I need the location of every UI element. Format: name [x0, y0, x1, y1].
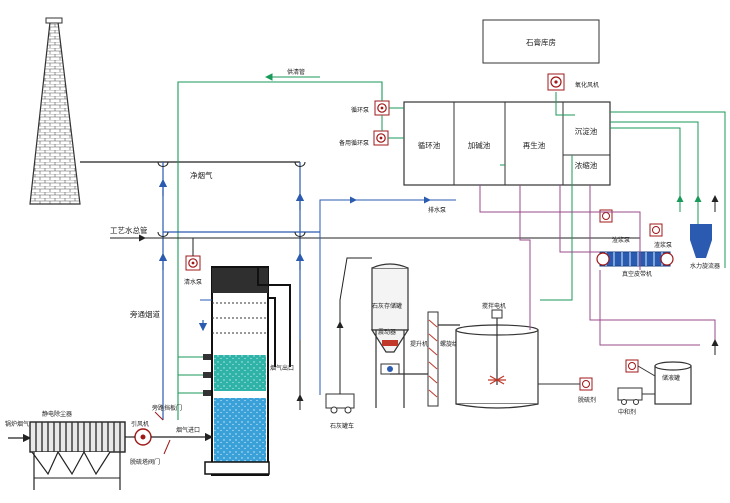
regeneration-tank-label: 再生池 — [523, 140, 546, 150]
clean-flue-gas-label: 净烟气 — [190, 170, 213, 180]
hydrocyclone — [690, 224, 712, 258]
bypass-flue-duct — [162, 162, 320, 420]
spray-headers — [178, 299, 212, 396]
oxidation-fan-label: 氧化风机 — [575, 81, 599, 89]
flue-gas-outlet-label: 烟气出口 — [270, 364, 294, 372]
induced-draft-fan — [134, 428, 152, 446]
absorber-tower — [204, 266, 270, 476]
lime-truck — [325, 393, 355, 414]
supply-pipe — [177, 73, 383, 420]
slurry-pump-1-label: 渣浆泵 — [612, 236, 630, 244]
tank-group — [403, 101, 611, 186]
alkali-tank-label: 加碱池 — [468, 140, 491, 150]
vacuum-belt-label: 真空皮带机 — [622, 270, 652, 278]
backwash-pump — [185, 255, 201, 271]
bypass-flue-label: 旁通烟道 — [130, 309, 160, 319]
chimney — [29, 17, 81, 205]
electrostatic-precipitator — [29, 421, 126, 490]
right-process-pipes — [319, 111, 726, 395]
vacuum-belt-filter — [596, 251, 674, 267]
lime-truck-label: 石灰罐车 — [330, 422, 354, 430]
desulf-agent-label: 脱硫剂 — [578, 396, 596, 404]
screw-feeder-label: 螺旋给料机 — [440, 340, 470, 348]
hydrocyclone-label: 水力旋流器 — [690, 262, 720, 270]
slurry-pump-2-label: 渣浆泵 — [654, 241, 672, 249]
mixing-tank — [455, 309, 539, 409]
settling-tank-label: 沉淀池 — [575, 126, 598, 136]
slurry-transfer-pump — [579, 377, 593, 391]
supply-pipe-label: 供清管 — [287, 68, 305, 76]
induced-fan-label: 引风机 — [131, 420, 149, 428]
process-water-main-label: 工艺水总管 — [110, 225, 148, 235]
bucket-elevator — [427, 311, 439, 407]
desulfurization-damper-label: 脱硫塔阀门 — [130, 458, 160, 466]
oxidation-fan — [547, 73, 565, 91]
vibrator-label: 震动器 — [378, 329, 396, 336]
rotary-valve — [380, 363, 400, 375]
circulation-pump — [374, 100, 390, 116]
bypass-damper-label: 旁路挡板门 — [152, 404, 182, 412]
backwash-pump-label: 清水泵 — [184, 278, 202, 286]
neutralizer-tank — [625, 359, 692, 405]
lime-silo-label: 石灰存储罐 — [372, 302, 402, 310]
flue-gas-inlet-label: 烟气进口 — [176, 426, 200, 434]
circulation-pump-label: 循环泵 — [351, 106, 369, 114]
esp-label: 静电除尘器 — [42, 410, 72, 418]
mixer-motor-label: 搅拌电机 — [482, 302, 506, 310]
boiler-flue-gas-label: 锅炉烟气 — [5, 420, 29, 428]
slurry-pump-2 — [649, 223, 663, 237]
tank-label: 储液罐 — [662, 374, 680, 382]
backup-circulation-pump-label: 备用循环泵 — [339, 139, 369, 147]
neutralizer-truck — [617, 387, 643, 405]
tank-internal-pipes — [500, 92, 575, 166]
gypsum-warehouse-box — [482, 19, 600, 64]
outlet-duct — [257, 267, 291, 367]
circulation-tank-label: 循环池 — [418, 140, 441, 150]
drain-pump-label: 排水泵 — [428, 206, 446, 214]
backup-circulation-pump — [373, 130, 389, 146]
bucket-elevator-label: 提升机 — [410, 340, 428, 348]
lime-silo — [370, 263, 410, 408]
gypsum-warehouse-label: 石膏库房 — [526, 37, 556, 47]
thickening-tank-label: 浓缩池 — [575, 160, 598, 170]
neutralizer-label: 中和剂 — [618, 408, 636, 416]
